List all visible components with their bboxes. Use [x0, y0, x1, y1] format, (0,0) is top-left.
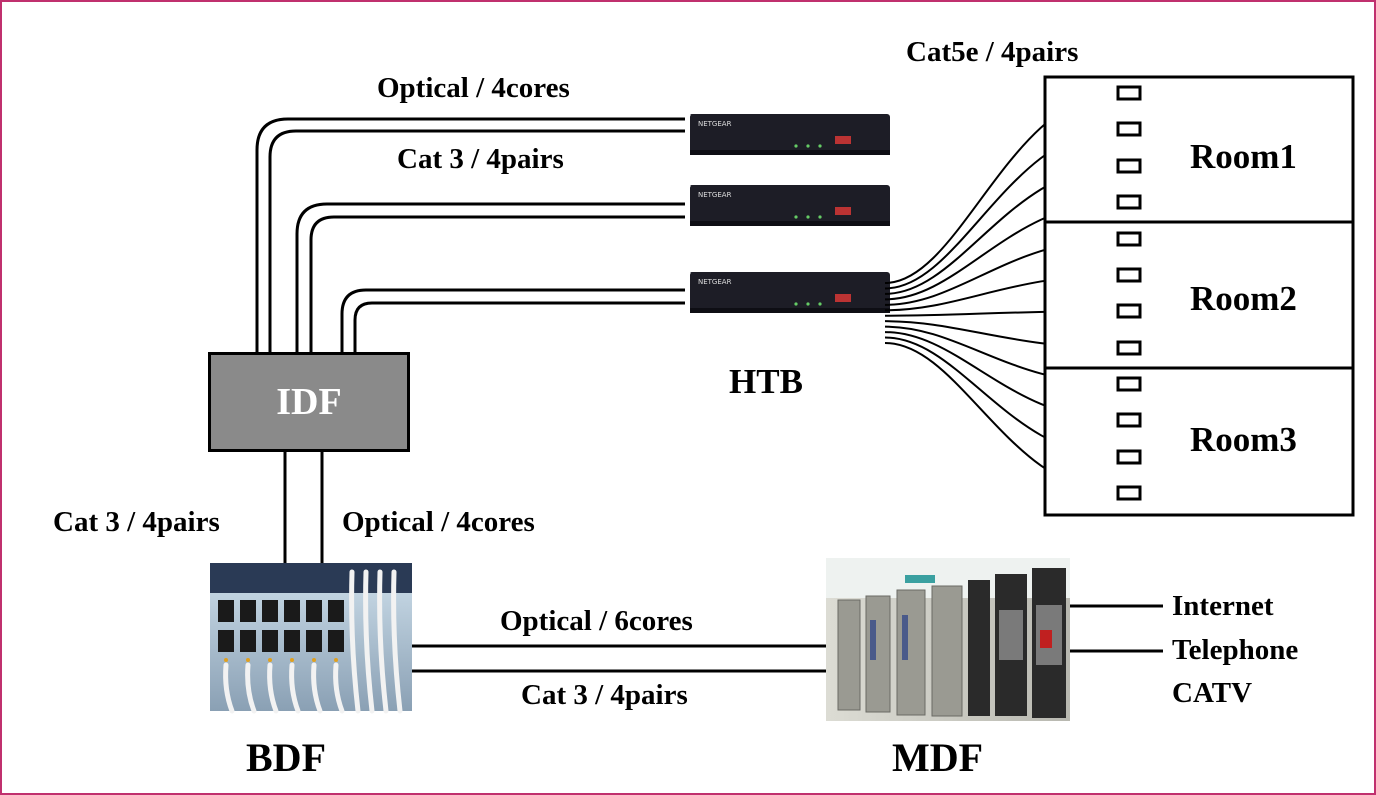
label-htb: HTB [729, 362, 803, 401]
outlet-11 [1116, 449, 1142, 465]
label-idf-bdf-optical: Optical / 4cores [342, 506, 535, 538]
label-idf-bdf-copper: Cat 3 / 4pairs [53, 506, 220, 538]
outlet-group [1116, 85, 1142, 501]
room-panel [1043, 75, 1355, 517]
device-brand-text: NETGEAR [698, 278, 732, 286]
cable-idf-htb-1-b [268, 129, 685, 352]
outlet-2 [1116, 121, 1142, 137]
idf-label: IDF [276, 381, 342, 423]
label-mdf: MDF [892, 735, 984, 780]
cable-idf-htb-1-a [255, 117, 685, 352]
device-brand-text: NETGEAR [698, 191, 732, 199]
service-lines [1070, 604, 1163, 653]
room-label-1: Room1 [1190, 137, 1297, 176]
idf-box: IDF [208, 352, 410, 452]
device-brand-text: NETGEAR [698, 120, 732, 128]
cable-idf-htb-3-b [353, 301, 685, 352]
service-catv: CATV [1172, 677, 1253, 709]
htb-device-3: NETGEAR [690, 272, 890, 313]
cable-idf-htb-2-a [295, 202, 685, 352]
outlet-3 [1116, 158, 1142, 174]
room-panel-border [1043, 75, 1355, 517]
outlet-10 [1116, 412, 1142, 428]
bdf-image [210, 563, 412, 714]
htb-device-1: NETGEAR [690, 114, 890, 155]
outlet-1 [1116, 85, 1142, 101]
label-bdf-mdf-copper: Cat 3 / 4pairs [521, 679, 688, 711]
service-telephone: Telephone [1172, 634, 1299, 666]
outlet-9 [1116, 376, 1142, 392]
outlet-6 [1116, 267, 1142, 283]
room-label-2: Room2 [1190, 279, 1297, 318]
outlet-5 [1116, 231, 1142, 247]
bdf-mdf-cables [412, 644, 826, 673]
label-idf-htb-copper: Cat 3 / 4pairs [397, 143, 564, 175]
idf-htb-cables [255, 117, 685, 352]
label-idf-htb-optical: Optical / 4cores [377, 72, 570, 104]
outlet-12 [1116, 485, 1142, 501]
label-htb-rooms: Cat5e / 4pairs [906, 36, 1079, 68]
service-internet: Internet [1172, 590, 1274, 622]
label-bdf-mdf-optical: Optical / 6cores [500, 605, 693, 637]
outlet-4 [1116, 194, 1142, 210]
outlet-8 [1116, 340, 1142, 356]
cable-idf-htb-2-b [309, 215, 685, 352]
mdf-image [826, 558, 1070, 721]
cable-idf-htb-3-a [340, 288, 685, 352]
label-bdf: BDF [246, 735, 326, 780]
outlet-7 [1116, 303, 1142, 319]
idf-bdf-cables [283, 446, 324, 563]
htb-device-2: NETGEAR [690, 185, 890, 226]
room-label-3: Room3 [1190, 420, 1297, 459]
